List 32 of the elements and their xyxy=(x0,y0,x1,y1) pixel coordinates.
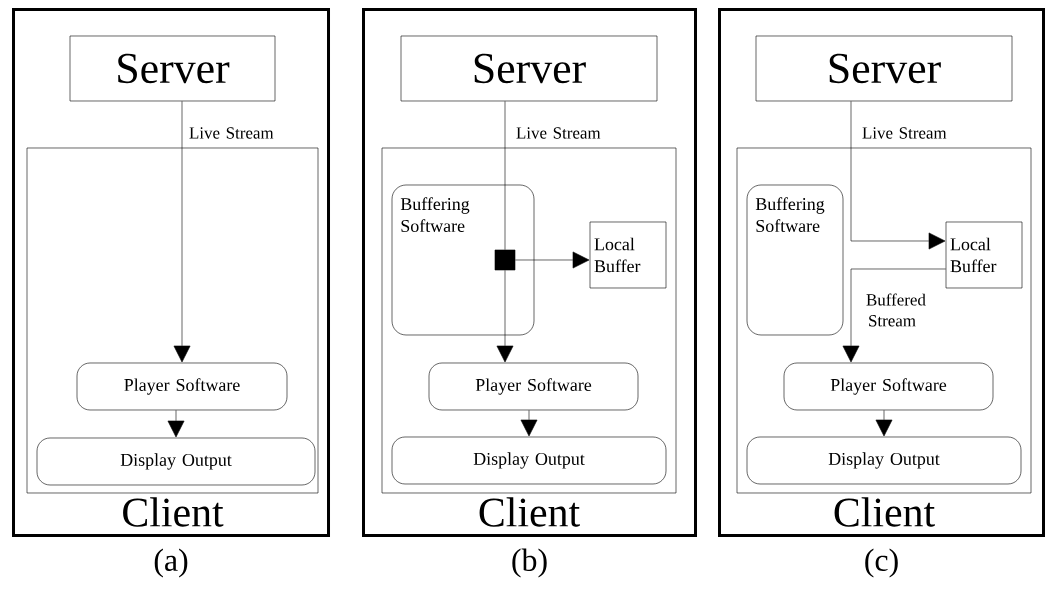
node-label: Client xyxy=(834,497,935,527)
edge-label: Live Stream xyxy=(512,126,605,140)
node-label: Client xyxy=(123,497,224,527)
buffer-box: Local Buffer xyxy=(945,221,1023,289)
arrow xyxy=(167,410,185,438)
server-box: Server xyxy=(69,35,276,102)
arrow xyxy=(850,101,946,250)
arrow xyxy=(842,268,946,363)
node-label: (b) xyxy=(512,548,547,578)
edge-label: Live Stream xyxy=(858,126,951,140)
server-box: Server xyxy=(400,35,658,102)
edge-label: Buffered Stream xyxy=(865,292,926,328)
arrow xyxy=(173,101,191,363)
arrow xyxy=(520,410,538,437)
edge-label: Live Stream xyxy=(185,126,278,140)
arrow xyxy=(875,410,893,437)
arrow xyxy=(515,251,590,269)
process-box: Player Software xyxy=(76,362,288,411)
node-label: Client xyxy=(479,497,580,527)
process-box: Display Output xyxy=(391,436,667,485)
buffer-box: Local Buffer xyxy=(589,221,667,289)
server-box: Server xyxy=(755,35,1013,102)
process-box: Player Software xyxy=(428,362,639,411)
process-box: Player Software xyxy=(783,362,994,411)
process-box: Display Output xyxy=(36,437,316,486)
node-label: (c) xyxy=(865,548,898,578)
process-box: Display Output xyxy=(746,436,1022,485)
software-box: Buffering Software xyxy=(391,184,535,336)
arrow xyxy=(496,270,514,363)
junction-square xyxy=(494,249,516,271)
software-box: Buffering Software xyxy=(746,184,844,336)
node-label: (a) xyxy=(154,548,188,578)
